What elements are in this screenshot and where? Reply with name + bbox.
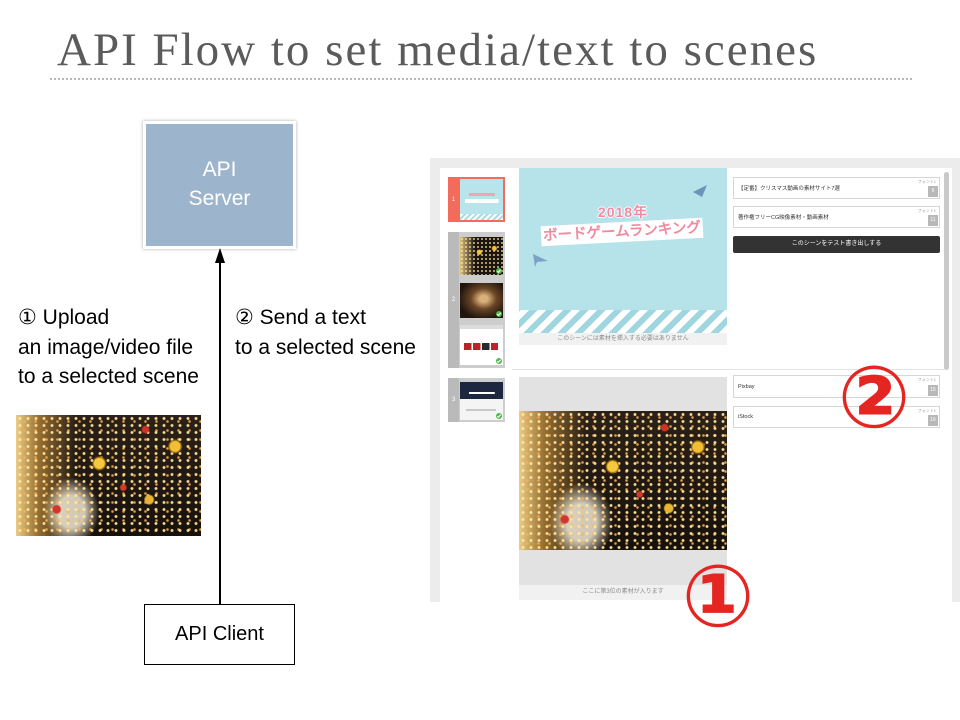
scene-number: 2: [448, 232, 459, 368]
upload-step-line: an image/video file: [18, 335, 194, 359]
scene-list-item[interactable]: 3: [448, 378, 505, 422]
api-server-box: API Server: [143, 121, 296, 249]
check-circle-icon: [496, 358, 502, 364]
char-counter: 15: [928, 385, 938, 396]
scene-caption: このシーンには素材を挿入する必要はありません: [519, 333, 727, 345]
scene-thumbnail[interactable]: [460, 325, 503, 365]
scene-thumbnail[interactable]: [460, 179, 503, 220]
media-scene-preview[interactable]: [519, 377, 727, 585]
scene-list-item[interactable]: 1: [448, 177, 505, 222]
check-circle-icon: [496, 268, 502, 274]
text-field[interactable]: フォント1 Pixbay 15: [733, 375, 940, 398]
scene-caption: ここに第3位の素材が入ります: [519, 585, 727, 600]
preview-stripes: [519, 310, 727, 333]
api-server-label-line1: API: [202, 158, 237, 181]
paper-plane-icon: [533, 254, 548, 267]
text-field[interactable]: フォント1 iStock 16: [733, 406, 940, 428]
christmas-lights-photo: [519, 411, 727, 550]
font-label: フォント1: [917, 377, 936, 382]
font-label: フォント1: [917, 408, 936, 413]
preview-year-text: 2018年: [597, 204, 649, 220]
scene-number: 3: [448, 378, 459, 422]
upload-step-line: to a selected scene: [18, 365, 199, 388]
char-counter: 11: [928, 215, 938, 226]
check-circle-icon: [496, 413, 502, 419]
api-client-label: API Client: [175, 623, 264, 645]
paper-plane-icon: [693, 185, 707, 197]
field-value: 著作権フリーCG映像素材・動画素材: [738, 215, 829, 221]
scene-thumbnail[interactable]: [460, 283, 503, 318]
field-value: iStock: [738, 414, 753, 420]
field-value: Pixbay: [738, 383, 755, 390]
scene-editor-screenshot: 1 2 3 2018年 ボードゲームランキング このシーンには素材を挿入する必要…: [430, 158, 960, 602]
text-field[interactable]: フォント1 著作権フリーCG映像素材・動画素材 11: [733, 206, 940, 228]
scene-thumbnail[interactable]: [460, 237, 503, 275]
upload-step-text: ① Upload an image/video file to a select…: [18, 303, 199, 392]
preview-title-ribbon: ボードゲームランキング: [540, 217, 704, 247]
slide-title: API Flow to set media/text to scenes: [57, 24, 819, 76]
callout-marker-one: ①: [681, 547, 755, 647]
field-value: 【定番】クリスマス動画の素材サイト7選: [738, 186, 840, 192]
callout-marker-two: ②: [837, 348, 911, 448]
upload-step-line: ① Upload: [18, 306, 110, 329]
test-export-button[interactable]: このシーンをテスト書き出しする: [733, 236, 940, 253]
christmas-lights-photo: [16, 415, 201, 536]
font-label: フォント1: [917, 179, 936, 184]
send-text-step-line: to a selected scene: [235, 335, 416, 359]
char-counter: 9: [928, 186, 938, 197]
request-arrow: [215, 248, 225, 605]
char-counter: 16: [928, 415, 938, 426]
title-scene-preview[interactable]: 2018年 ボードゲームランキング: [519, 168, 727, 333]
check-circle-icon: [496, 311, 502, 317]
send-text-step-text: ② Send a text to a selected scene: [235, 303, 416, 362]
api-client-box: API Client: [144, 604, 295, 665]
title-divider: [50, 78, 912, 80]
arrow-head: [215, 248, 225, 263]
font-label: フォント1: [917, 208, 936, 213]
scene-list-item[interactable]: 2: [448, 232, 505, 368]
scrollbar[interactable]: [944, 172, 949, 370]
scene-number: 1: [448, 177, 459, 222]
send-text-step-line: ② Send a text: [235, 306, 366, 329]
scene-thumbnail[interactable]: [460, 382, 503, 420]
scene-divider: [512, 369, 945, 370]
api-server-label-line2: Server: [188, 187, 251, 210]
text-field[interactable]: フォント1 【定番】クリスマス動画の素材サイト7選 9: [733, 177, 940, 199]
